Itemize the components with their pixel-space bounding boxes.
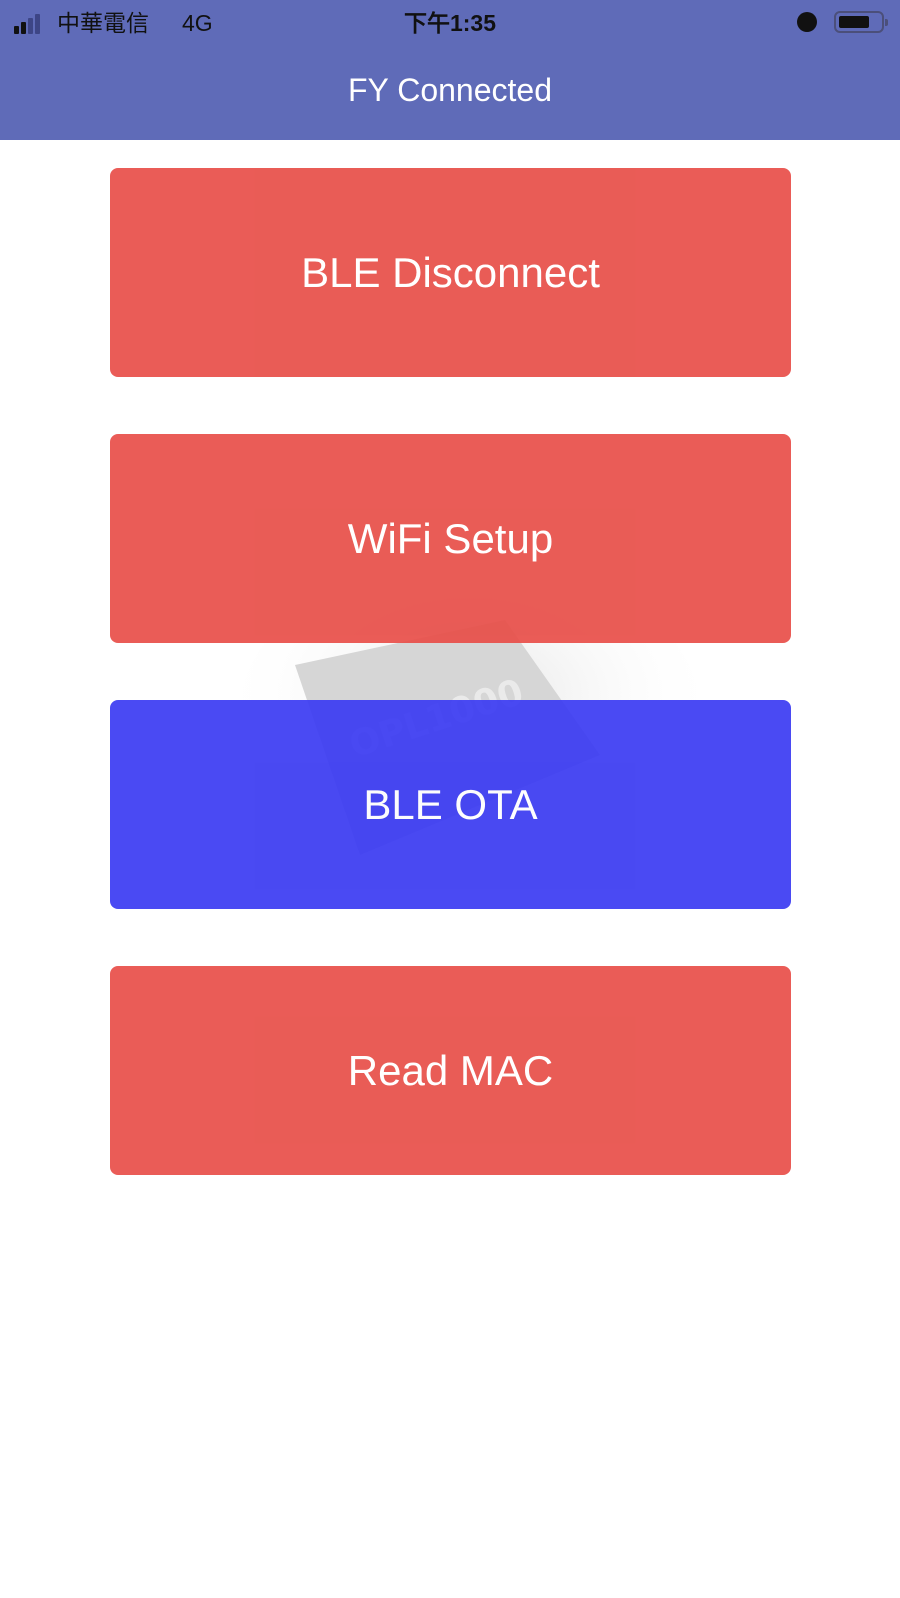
- ble-ota-button[interactable]: BLE OTA: [110, 700, 791, 909]
- ble-disconnect-button[interactable]: BLE Disconnect: [110, 168, 791, 377]
- battery-icon: [834, 11, 888, 33]
- network-label: 4G: [182, 10, 213, 36]
- wifi-setup-button[interactable]: WiFi Setup: [110, 434, 791, 643]
- signal-icon: [14, 14, 48, 34]
- alarm-icon: [797, 12, 817, 32]
- carrier-label: 中華電信: [57, 10, 149, 36]
- page-title: FY Connected: [348, 72, 552, 108]
- read-mac-button[interactable]: Read MAC: [110, 966, 791, 1175]
- clock: 下午1:35: [403, 10, 497, 36]
- nav-header: 中華電信 4G 下午1:35 FY Connected: [0, 0, 900, 140]
